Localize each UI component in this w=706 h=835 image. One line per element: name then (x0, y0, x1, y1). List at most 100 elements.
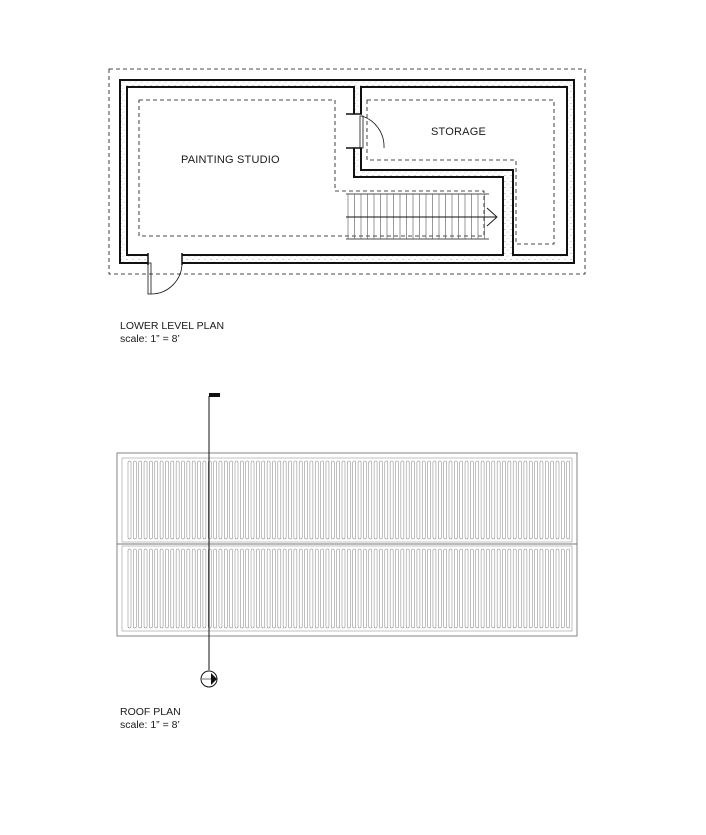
roof-seam-rib (143, 548, 148, 629)
roof-seam-rib (405, 548, 410, 629)
roof-seam-rib (448, 460, 453, 540)
lower-level-plan-scale: scale: 1” = 8’ (120, 333, 180, 345)
roof-seam-rib (411, 548, 415, 629)
standing-seam-ribs (127, 460, 570, 629)
roof-seam-rib (400, 548, 405, 629)
roof-seam-rib (438, 548, 442, 629)
foundation-wall (119, 79, 575, 264)
roof-seam-rib (443, 460, 447, 540)
roof-seam-rib (191, 548, 196, 629)
roof-seam-rib (357, 548, 362, 629)
roof-seam-rib (138, 460, 142, 540)
roof-seam-rib (282, 548, 287, 629)
interior-dashed-line-studio (138, 99, 485, 237)
roof-seam-rib (347, 460, 351, 540)
roof-seam-rib (523, 460, 528, 540)
roof-seam-rib (454, 460, 458, 540)
roof-seam-rib (325, 460, 330, 540)
roof-seam-rib (411, 460, 415, 540)
roof-seam-rib (475, 548, 480, 629)
roof-seam-rib (480, 460, 485, 540)
lower-level-plan: PAINTING STUDIO STORAGE (108, 68, 586, 295)
roof-seam-rib (534, 548, 538, 629)
roof-seam-rib (416, 548, 421, 629)
roof-seam-rib (175, 460, 180, 540)
roof-seam-rib (234, 548, 239, 629)
interior-door-swing (361, 115, 385, 149)
roof-seam-rib (555, 548, 560, 629)
roof-seam-rib (133, 460, 137, 540)
roof-seam-rib (400, 460, 405, 540)
room-label-painting-studio: PAINTING STUDIO (181, 154, 280, 166)
footing-outline (108, 68, 586, 275)
roof-plan-scale: scale: 1” = 8’ (120, 719, 180, 731)
roof-seam-rib (368, 460, 373, 540)
roof-seam-rib (491, 548, 496, 629)
roof-seam-rib (229, 460, 233, 540)
roof-seam-rib (240, 460, 244, 540)
roof-seam-rib (432, 548, 437, 629)
lower-level-plan-caption: LOWER LEVEL PLAN scale: 1” = 8’ (120, 320, 224, 346)
stair (346, 193, 498, 240)
interior-door-opening (346, 114, 362, 148)
roof-seam-rib (545, 548, 549, 629)
roof-seam-rib (170, 548, 175, 629)
roof-seam-rib (224, 460, 228, 540)
roof-seam-rib (298, 548, 303, 629)
roof-seam-rib (363, 460, 367, 540)
roof-seam-rib (159, 460, 164, 540)
roof-seam-rib (197, 460, 201, 540)
roof-seam-rib (373, 460, 378, 540)
roof-seam-rib (464, 460, 469, 540)
roof-seam-rib (443, 548, 447, 629)
roof-seam-rib (314, 548, 319, 629)
interior-dashed-line-storage (366, 99, 555, 245)
roof-seam-rib (432, 460, 437, 540)
roof-seam-rib (314, 460, 319, 540)
roof-seam-rib (256, 460, 260, 540)
roof-seam-rib (181, 548, 185, 629)
roof-seam-rib (427, 548, 431, 629)
roof-seam-rib (218, 548, 223, 629)
roof-outline (116, 452, 578, 637)
roof-seam-rib (138, 548, 142, 629)
roof-seam-rib (320, 548, 324, 629)
roof-seam-rib (389, 548, 394, 629)
roof-seam-rib (213, 460, 217, 540)
roof-seam-rib (373, 548, 378, 629)
roof-seam-rib (229, 548, 233, 629)
roof-seam-rib (534, 460, 538, 540)
roof-seam-rib (545, 460, 549, 540)
roof-seam-rib (470, 460, 474, 540)
roof-seam-rib (528, 548, 533, 629)
roof-seam-rib (561, 548, 565, 629)
roof-seam-rib (159, 548, 164, 629)
roof-seam-rib (250, 460, 255, 540)
roof-plan-caption: ROOF PLAN scale: 1” = 8’ (120, 706, 181, 732)
roof-seam-rib (336, 460, 340, 540)
roof-seam-rib (421, 460, 426, 540)
roof-seam-rib (523, 548, 528, 629)
roof-seam-rib (539, 460, 544, 540)
roof-seam-rib (528, 460, 533, 540)
roof-seam-rib (464, 548, 469, 629)
roof-seam-rib (352, 460, 356, 540)
roof-seam-rib (175, 548, 180, 629)
roof-seam-rib (186, 460, 191, 540)
roof-seam-rib (272, 460, 276, 540)
roof-seam-rib (480, 548, 485, 629)
roof-seam-rib (496, 548, 501, 629)
roof-seam-rib (486, 548, 490, 629)
exterior-door-swing (150, 262, 183, 295)
roof-seam-rib (165, 548, 169, 629)
roof-seam-rib (566, 548, 570, 629)
roof-seam-rib (202, 460, 207, 540)
roof-seam-rib (266, 548, 271, 629)
roof-seam-rib (293, 548, 298, 629)
roof-seam-rib (240, 548, 244, 629)
roof-seam-rib (277, 460, 282, 540)
roof-seam-rib (405, 460, 410, 540)
roof-seam-rib (336, 548, 340, 629)
roof-plan-title: ROOF PLAN (120, 706, 181, 718)
